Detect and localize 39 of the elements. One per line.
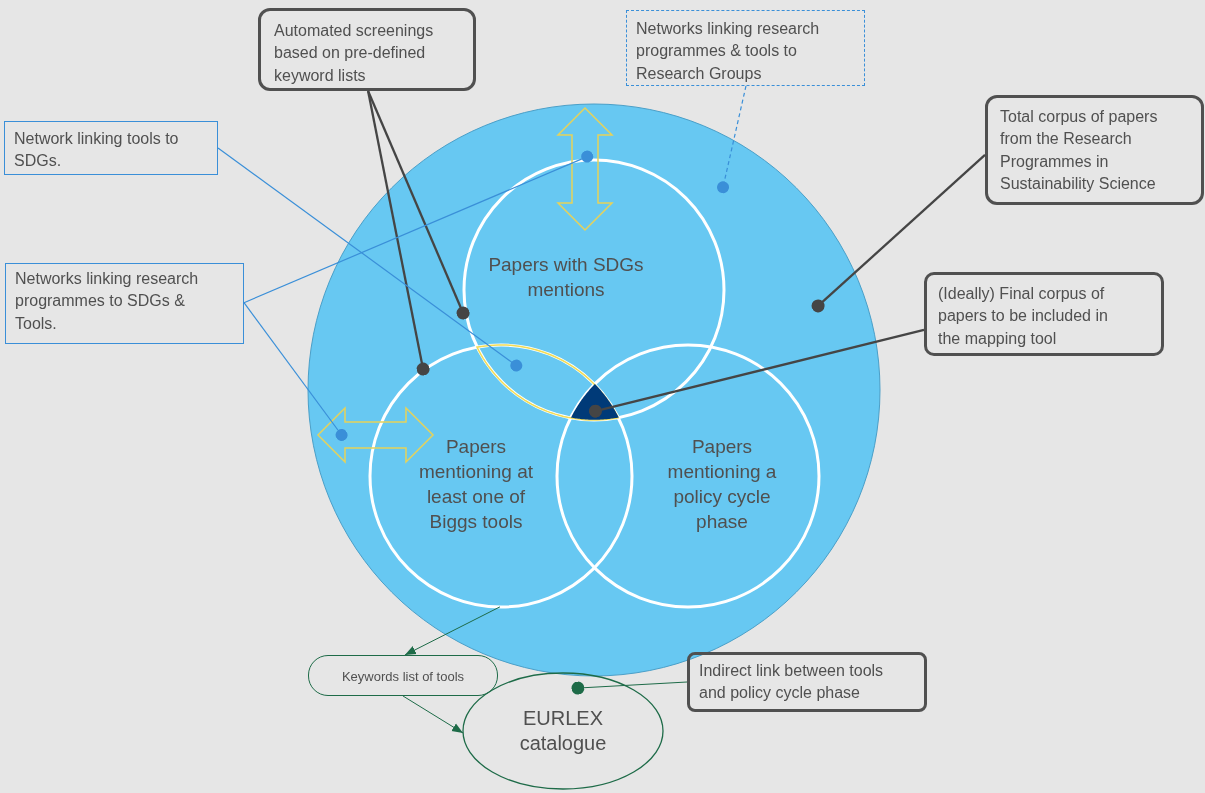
double-arrow [317, 407, 434, 463]
leader-line [367, 90, 470, 320]
callout-box [258, 8, 476, 91]
arrow [404, 606, 501, 656]
leader-line [571, 681, 688, 695]
catalogue-ellipse [462, 672, 664, 790]
callout-box [4, 121, 218, 175]
callout-text: Network linking tools to SDGs. [14, 129, 180, 172]
arrow [402, 695, 464, 734]
callout-box [687, 652, 927, 712]
leader-line [243, 150, 594, 304]
rounded-box [308, 655, 498, 696]
venn-circle [555, 343, 821, 609]
leader-line [717, 85, 747, 194]
callout-text: Indirect link between tools and policy cycle phase [699, 661, 885, 704]
double-arrow [557, 107, 613, 231]
ellipse-label: EURLEX catalogue [518, 706, 608, 756]
leader-line [217, 147, 523, 372]
callout-text: Networks linking research programmes to SDGs & Tools. [15, 269, 200, 334]
callout-box [626, 10, 865, 86]
venn-circle [462, 158, 726, 422]
callout-text: Keywords list of tools [340, 668, 466, 686]
callout-text: Networks linking research programmes & tools to Research Groups [636, 19, 821, 84]
callout-box [985, 95, 1204, 205]
leader-line [588, 328, 925, 418]
overlap-region [476, 344, 620, 421]
callout-text: (Ideally) Final corpus of papers to be included in the mapping tool [938, 284, 1109, 349]
circle-label: Papers mentioning a policy cycle phase [666, 435, 778, 534]
leader-line [366, 90, 430, 376]
circle-label: Papers mentioning at least one of Biggs tools [417, 435, 535, 534]
center-overlap-region [569, 383, 620, 421]
callout-box [924, 272, 1164, 356]
circle-label: Papers with SDGs mentions [487, 253, 645, 302]
leader-line [811, 154, 986, 313]
venn-circle [368, 343, 634, 609]
callout-text: Total corpus of papers from the Research Programmes in Sustainability Science [1000, 107, 1159, 195]
leader-line [243, 302, 348, 441]
callout-box [5, 263, 244, 344]
callout-text: Automated screenings based on pre-defined keyword lists [274, 21, 435, 86]
